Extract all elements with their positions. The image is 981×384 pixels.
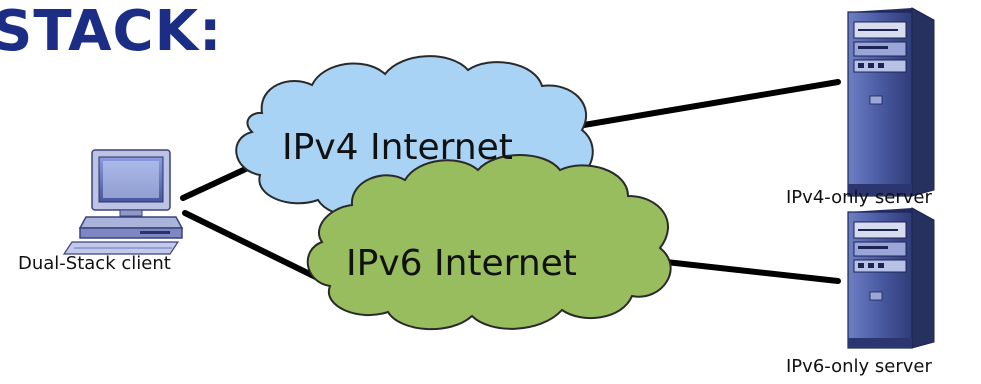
ipv4-server-tower-icon <box>847 7 935 197</box>
ipv6-internet-cloud <box>306 154 672 331</box>
ipv6-server-tower-icon <box>847 207 935 349</box>
link-client-ipv6 <box>182 210 331 286</box>
ipv6-server-label: IPv6-only server <box>786 356 932 377</box>
desktop-computer-icon <box>62 149 184 255</box>
client-label: Dual-Stack client <box>18 253 171 274</box>
link-ipv6-server <box>663 259 841 284</box>
slide-title: STACK: <box>0 0 223 64</box>
ipv4-cloud-label: IPv4 Internet <box>282 127 513 168</box>
ipv6-cloud-label: IPv6 Internet <box>346 243 577 284</box>
link-ipv4-server <box>575 79 841 129</box>
ipv4-server-label: IPv4-only server <box>786 187 932 208</box>
